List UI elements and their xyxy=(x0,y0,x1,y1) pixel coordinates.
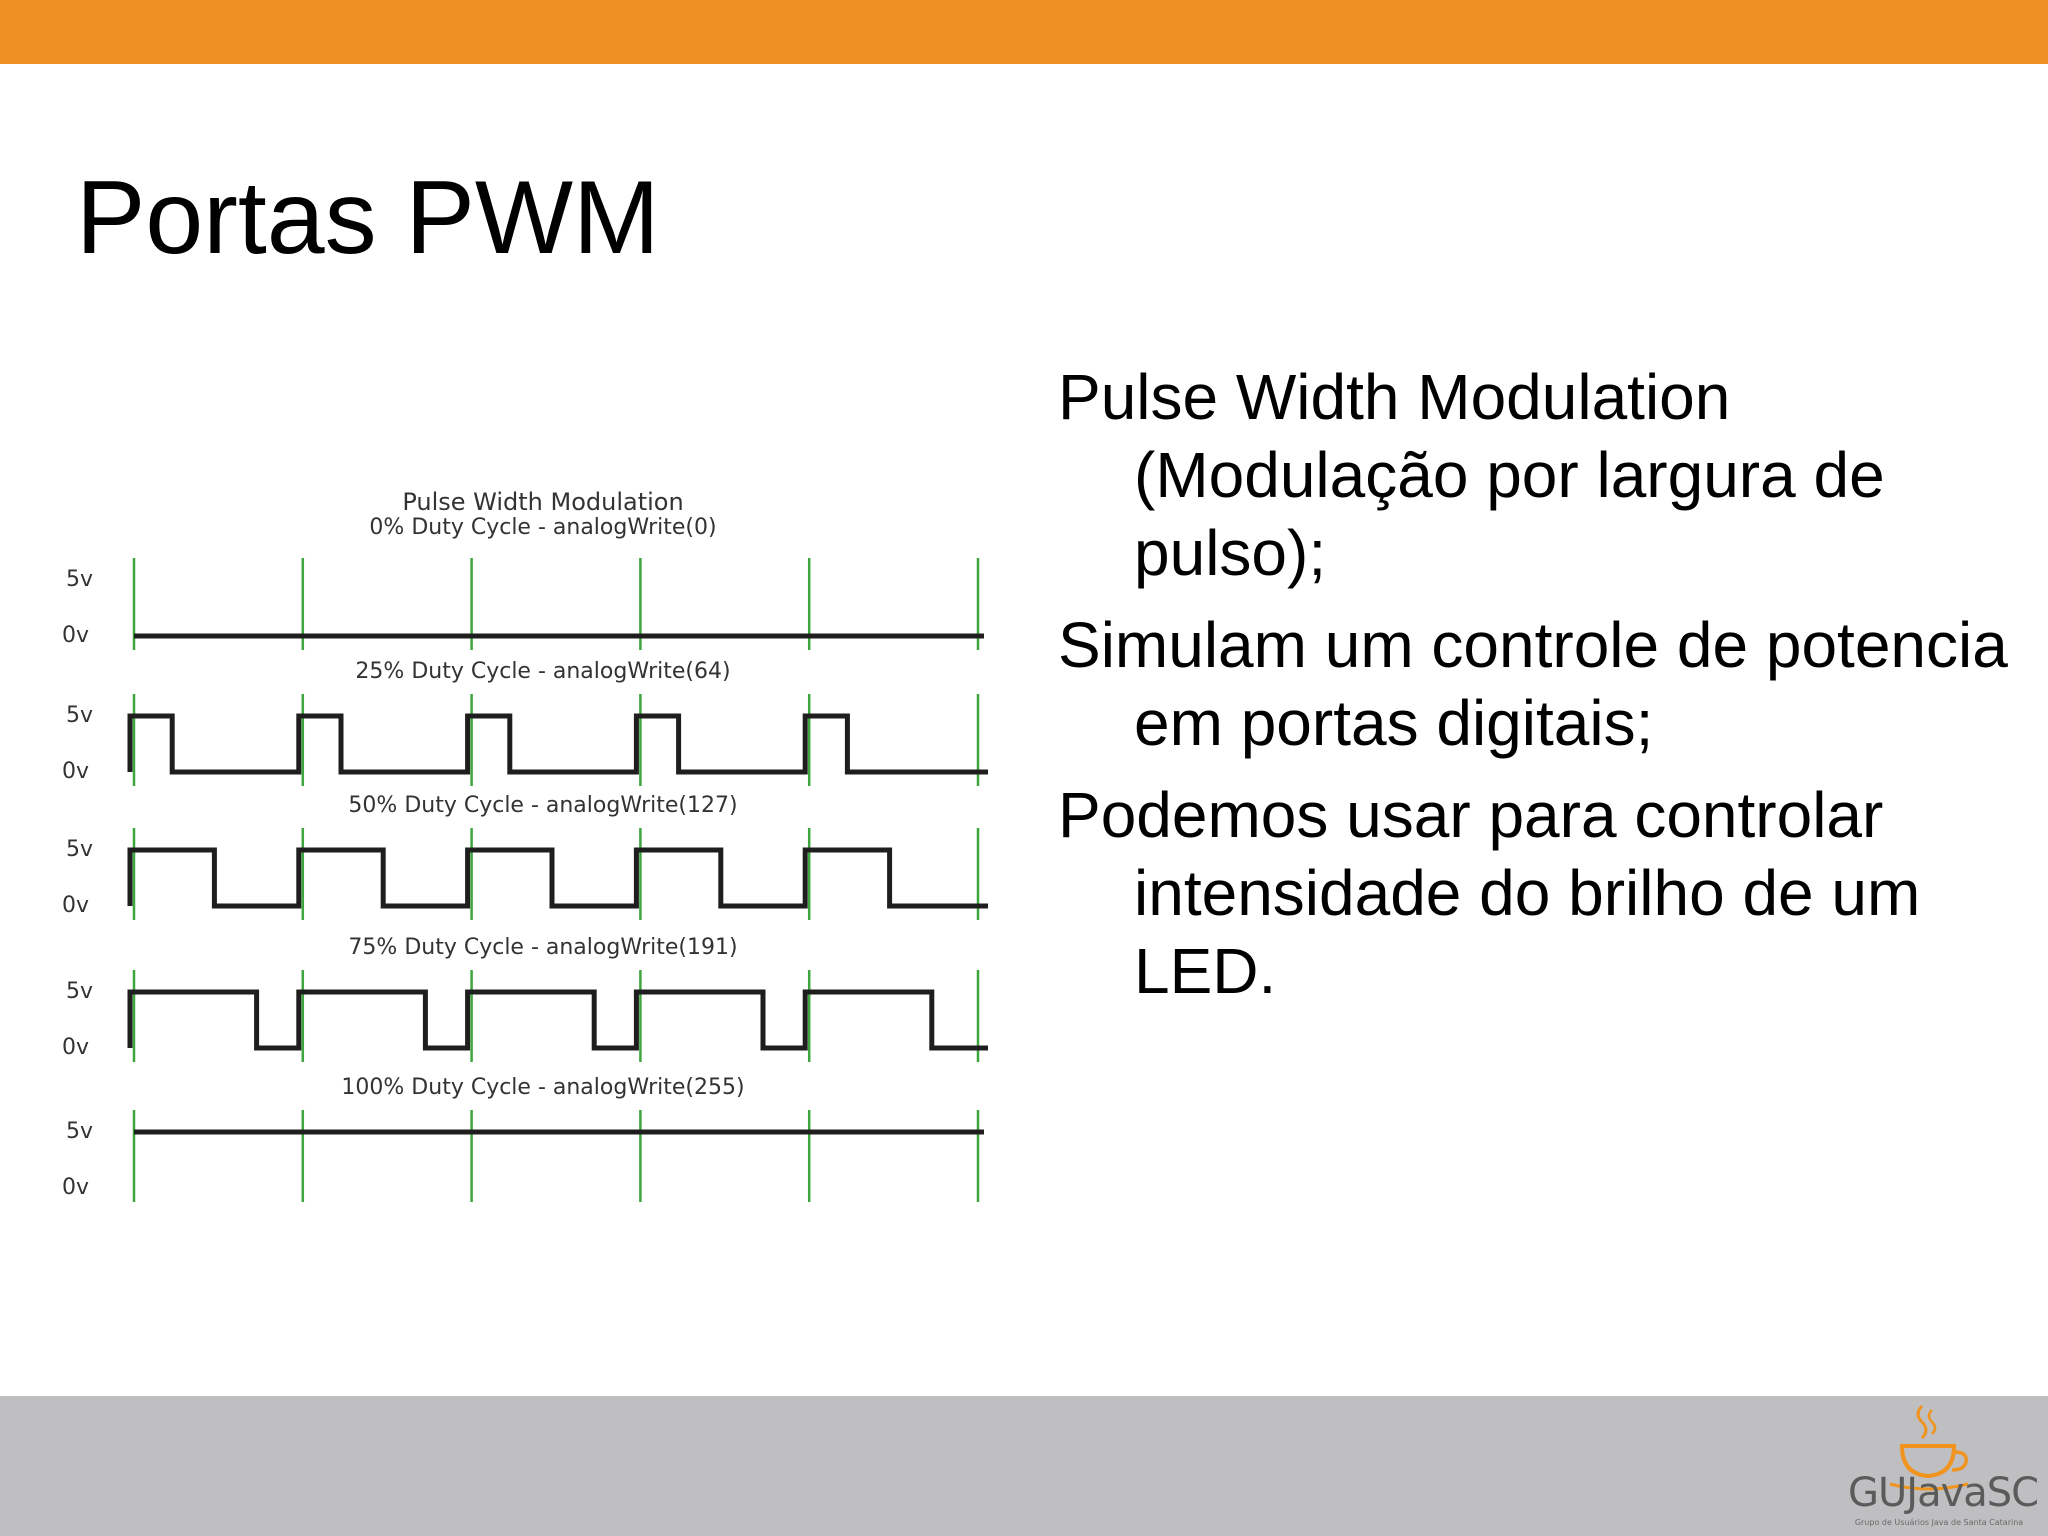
duty-cycle-label: 50% Duty Cycle - analogWrite(127) xyxy=(348,793,737,818)
bullet-list: Pulse Width Modulation (Modulação por la… xyxy=(1058,358,2018,1024)
footer-bar xyxy=(0,1396,2048,1536)
voltage-high-label: 5v xyxy=(66,837,93,862)
voltage-high-label: 5v xyxy=(66,567,93,592)
duty-cycle-label: 25% Duty Cycle - analogWrite(64) xyxy=(355,659,730,684)
logo-tagline: Grupo de Usuários Java de Santa Catarina xyxy=(1854,1518,2024,1527)
coffee-cup-logo-icon xyxy=(1889,1404,1969,1491)
voltage-low-label: 0v xyxy=(62,623,89,648)
pwm-signal-waveform xyxy=(127,713,988,775)
bullet-item: Podemos usar para controlar intensidade … xyxy=(1058,779,1921,1007)
duty-cycle-label: 0% Duty Cycle - analogWrite(0) xyxy=(369,515,716,540)
logo-wordmark: GUJavaSC xyxy=(1848,1470,2039,1516)
diagram-title: Pulse Width Modulation xyxy=(402,488,683,516)
voltage-high-label: 5v xyxy=(66,703,93,728)
voltage-low-label: 0v xyxy=(62,759,89,784)
pwm-signal-waveform xyxy=(127,989,988,1051)
voltage-low-label: 0v xyxy=(62,1035,89,1060)
voltage-low-label: 0v xyxy=(62,1175,89,1200)
bullet-item: Simulam um controle de potencia em porta… xyxy=(1058,609,2008,759)
top-accent-bar xyxy=(0,0,2048,64)
duty-cycle-label: 75% Duty Cycle - analogWrite(191) xyxy=(348,935,737,960)
duty-cycle-label: 100% Duty Cycle - analogWrite(255) xyxy=(341,1075,744,1100)
voltage-high-label: 5v xyxy=(66,979,93,1004)
voltage-high-label: 5v xyxy=(66,1119,93,1144)
slide-title: Portas PWM xyxy=(76,160,660,276)
voltage-low-label: 0v xyxy=(62,893,89,918)
pwm-signal-waveform xyxy=(127,847,988,909)
bullet-item: Pulse Width Modulation (Modulação por la… xyxy=(1058,361,1885,589)
